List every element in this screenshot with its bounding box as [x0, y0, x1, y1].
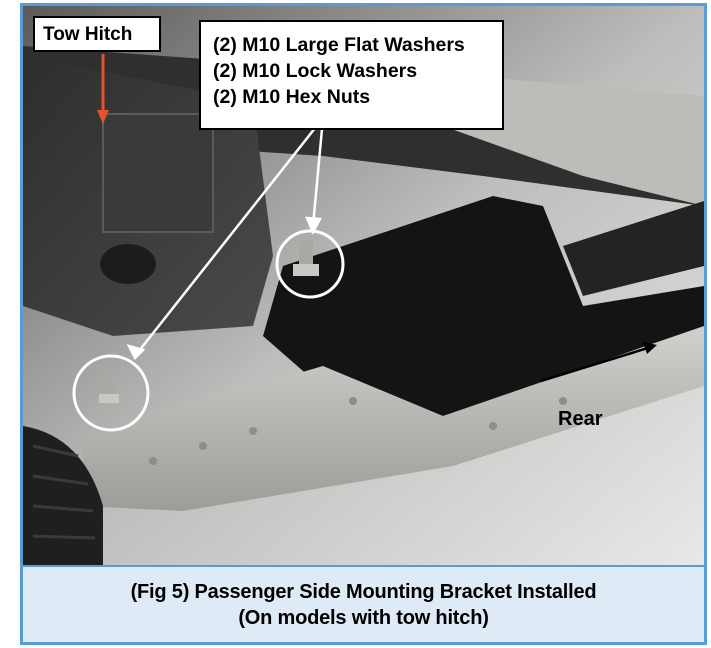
hitch-label-plate — [102, 113, 214, 233]
parts-line-lock-washers: (2) M10 Lock Washers — [213, 60, 418, 82]
tow-hitch-label: Tow Hitch — [33, 16, 161, 52]
leader-lines — [126, 117, 325, 361]
tow-hitch-label-text: Tow Hitch — [43, 24, 133, 45]
rocker-panel — [83, 326, 704, 511]
hardware-parts-label: (2) M10 Large Flat Washers (2) M10 Lock … — [199, 20, 504, 130]
bracket-arm — [563, 201, 704, 296]
rear-direction-label: Rear — [558, 408, 603, 430]
figure-caption: (Fig 5) Passenger Side Mounting Bracket … — [23, 565, 704, 642]
parts-line-flat-washers: (2) M10 Large Flat Washers — [213, 34, 465, 56]
tire-tread — [32, 444, 96, 540]
tire — [23, 426, 103, 565]
figure-frame: Tow Hitch (2) M10 Large Flat Washers (2)… — [20, 3, 707, 645]
callout-circle-upper — [275, 229, 345, 299]
hex-nut-upper — [293, 240, 319, 276]
hex-nut-lower — [99, 380, 119, 403]
parts-line-hex-nuts: (2) M10 Hex Nuts — [213, 86, 371, 108]
rocker-holes — [149, 397, 567, 465]
hitch-pin-hole — [100, 244, 156, 284]
rear-direction-arrow — [540, 342, 657, 383]
tow-hitch-pointer-arrow — [97, 54, 109, 124]
installation-photo: Tow Hitch (2) M10 Large Flat Washers (2)… — [23, 6, 704, 565]
caption-line-1: (Fig 5) Passenger Side Mounting Bracket … — [130, 580, 597, 603]
callout-circle-lower — [72, 354, 150, 432]
caption-line-2: (On models with tow hitch) — [238, 606, 489, 629]
mounting-bracket — [263, 196, 704, 416]
